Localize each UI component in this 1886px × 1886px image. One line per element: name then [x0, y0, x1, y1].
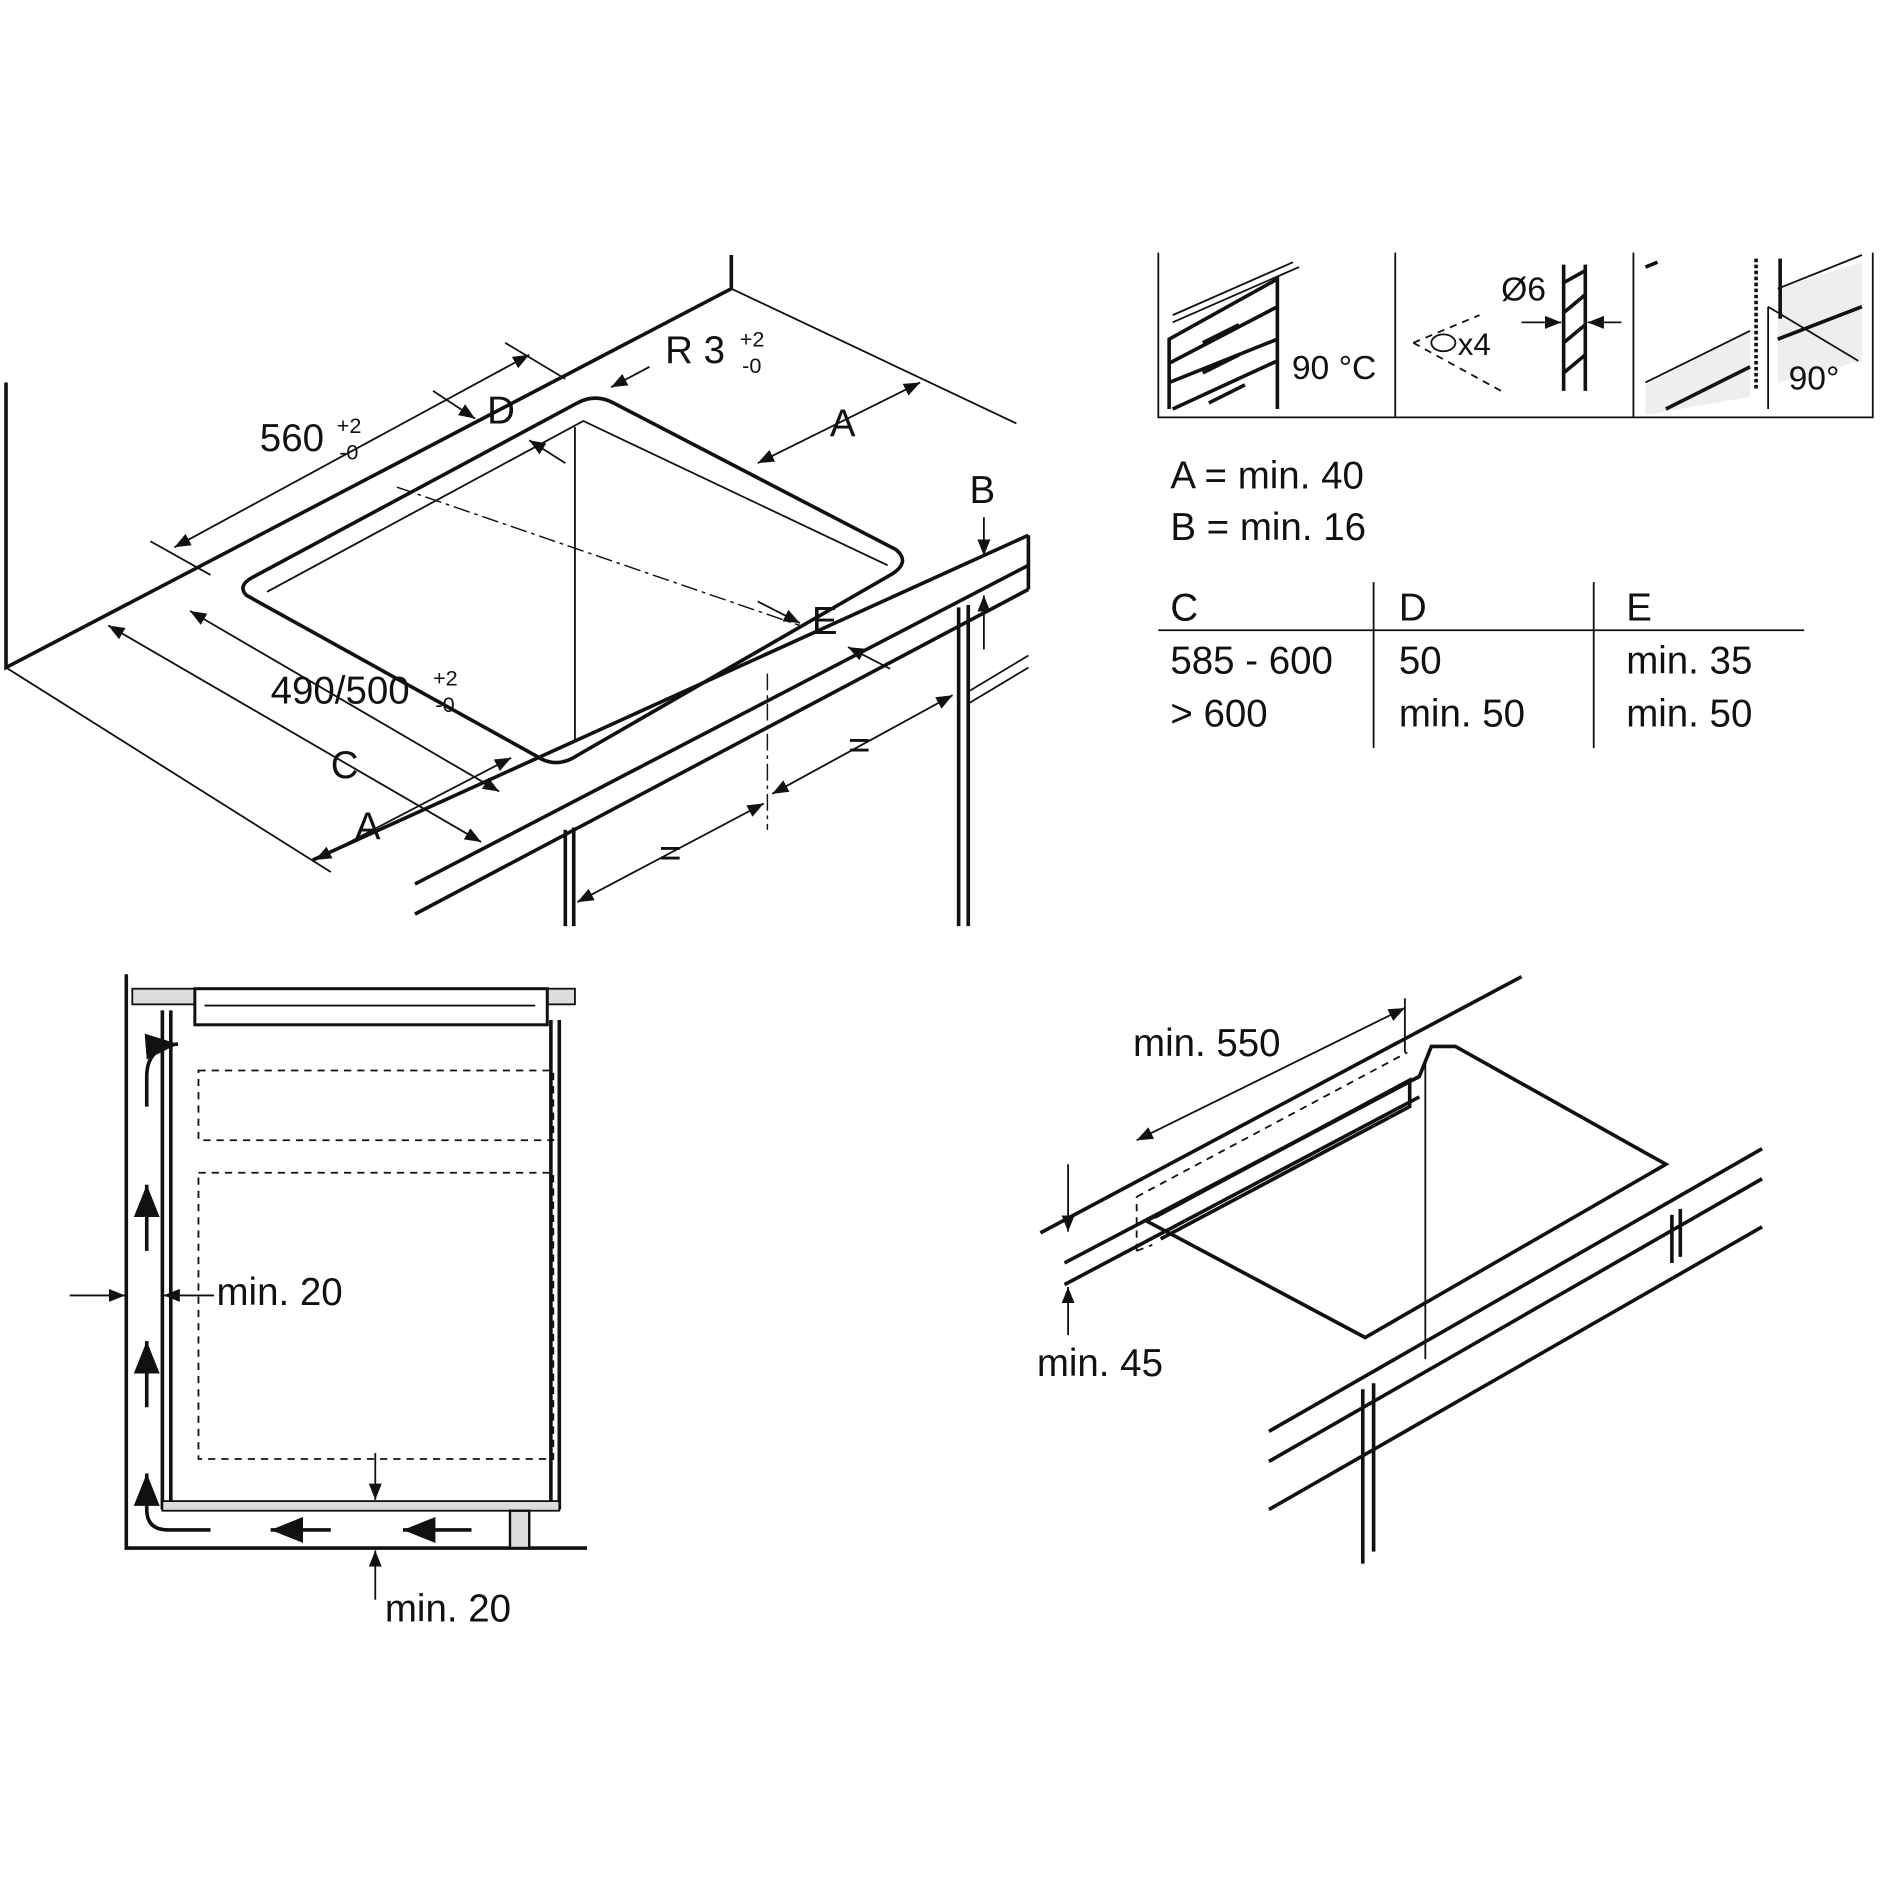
drawer-heat-icon: 90 °C — [1167, 261, 1377, 411]
drill-icon: x4 Ø6 — [1412, 264, 1622, 392]
screw-count-label: x4 — [1458, 327, 1491, 362]
installation-hints-panel: 90 °C x4 Ø6 90° — [1157, 252, 1874, 419]
cabinet-leg — [563, 827, 576, 927]
ventilation-section-view: min. 20 min. 20 — [69, 974, 587, 1630]
cutout-width-label: 560 — [260, 417, 324, 460]
cutout-outline — [1142, 1044, 1670, 1340]
temperature-label: 90 °C — [1292, 350, 1377, 387]
table-cell: 50 — [1399, 640, 1442, 683]
airflow-arrows — [133, 1033, 472, 1543]
cutout-depth-label: 490/500 — [271, 670, 410, 713]
requirement-a: A = min. 40 — [1170, 454, 1364, 497]
label-a: A — [830, 403, 856, 446]
radius-label: R 3 — [665, 329, 725, 372]
side-gap-label: min. 20 — [217, 1271, 343, 1314]
label-a: A — [355, 806, 381, 849]
dimension-table: C D E 585 - 600 50 min. 35 > 600 min. 50… — [1158, 582, 1805, 749]
cutout-outline — [241, 396, 905, 765]
wall-edges — [4, 254, 734, 671]
table-cell: > 600 — [1170, 692, 1267, 735]
tolerance-plus: +2 — [740, 326, 765, 351]
tolerance-minus: -0 — [339, 439, 358, 464]
table-header: D — [1399, 587, 1427, 630]
label-e: E — [812, 600, 838, 643]
cabinet-bottom — [161, 1500, 561, 1512]
tolerance-minus: -0 — [742, 353, 761, 378]
saw-angle-icon: 90° — [1644, 254, 1863, 415]
equal-label: = — [848, 724, 870, 767]
cabinet-leg — [956, 605, 971, 927]
tolerance-plus: +2 — [337, 413, 362, 438]
table-cell: 585 - 600 — [1170, 640, 1333, 683]
label-c: C — [331, 744, 359, 787]
label-d: D — [487, 389, 515, 432]
equal-label: = — [659, 832, 681, 875]
table-cell: min. 50 — [1399, 692, 1525, 735]
bottom-gap-label: min. 20 — [385, 1587, 511, 1630]
requirement-b: B = min. 16 — [1170, 506, 1366, 549]
table-cell: min. 50 — [1626, 692, 1752, 735]
thickness-label: min. 45 — [1037, 1342, 1163, 1385]
table-header: E — [1626, 587, 1652, 630]
rear-clearance-view: min. 550 min. 45 — [1037, 975, 1764, 1564]
label-b: B — [969, 469, 995, 512]
rear-distance-label: min. 550 — [1133, 1022, 1281, 1065]
angle-label: 90° — [1789, 361, 1840, 398]
countertop-front-top — [311, 533, 1030, 862]
requirements: A = min. 40 B = min. 16 — [1170, 454, 1366, 549]
hob — [193, 987, 549, 1027]
cutout-isometric-view: 560 +2 -0 R 3 +2 -0 490/500 +2 -0 D A B … — [4, 254, 1031, 927]
table-cell: min. 35 — [1626, 640, 1752, 683]
drill-diameter-label: Ø6 — [1501, 272, 1546, 309]
table-header: C — [1170, 587, 1198, 630]
tolerance-plus: +2 — [433, 666, 458, 691]
tolerance-minus: -0 — [435, 692, 454, 717]
